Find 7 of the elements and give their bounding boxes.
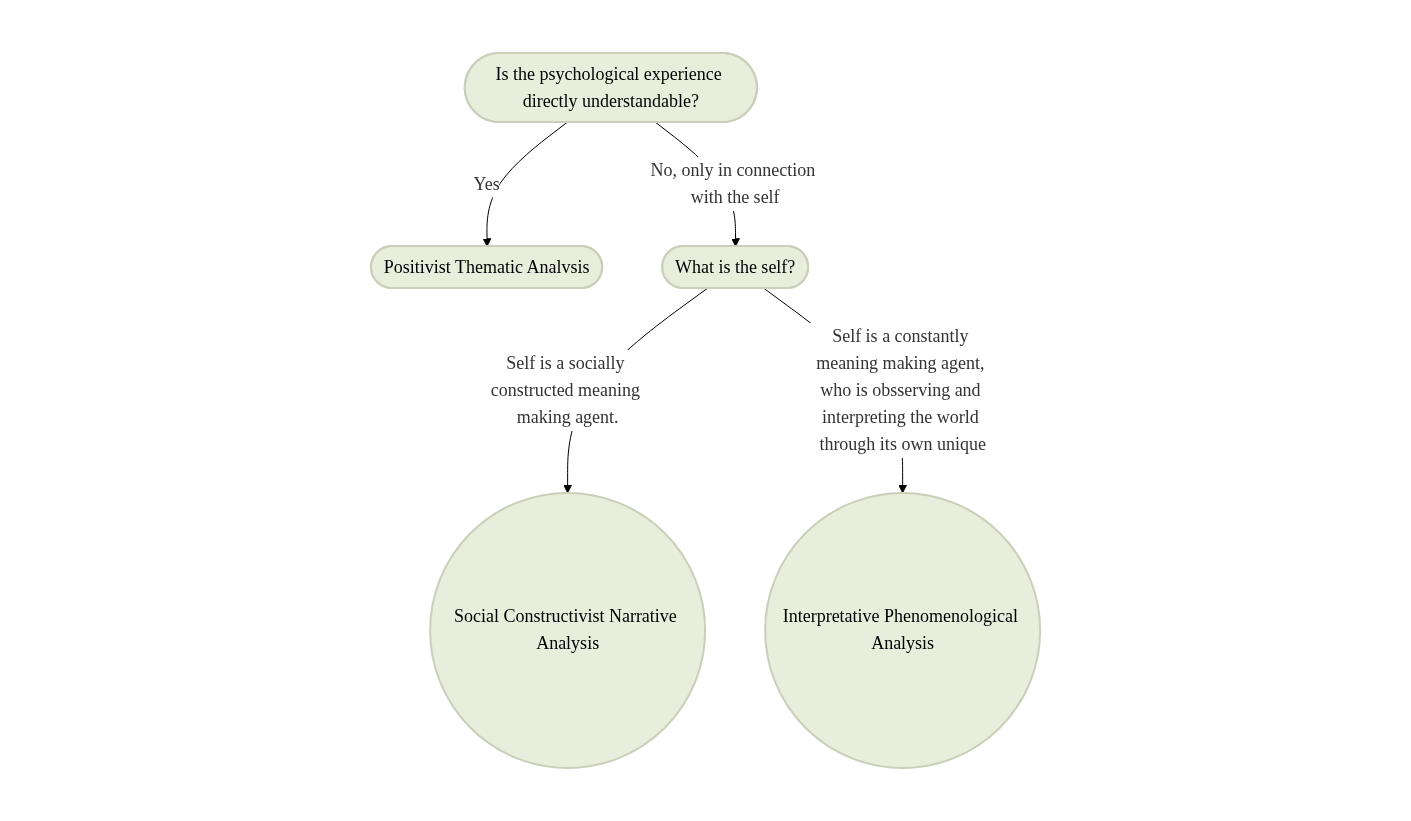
node-circle: Social Constructivist Narrative Analysis bbox=[429, 492, 707, 769]
edge-label: Yes bbox=[473, 173, 500, 194]
edge-label: No, only in connection with the self bbox=[650, 160, 816, 207]
arrow bbox=[482, 122, 568, 247]
node-circle: Interpretative Phenomenological Analysis bbox=[764, 492, 1042, 769]
edge-label: Self is a constantly meaning making agent, who is obsserving and interpreting the world through its own unique bbox=[816, 326, 986, 454]
edge-label: Self is a socially constructed meaning making agent. bbox=[490, 353, 641, 427]
